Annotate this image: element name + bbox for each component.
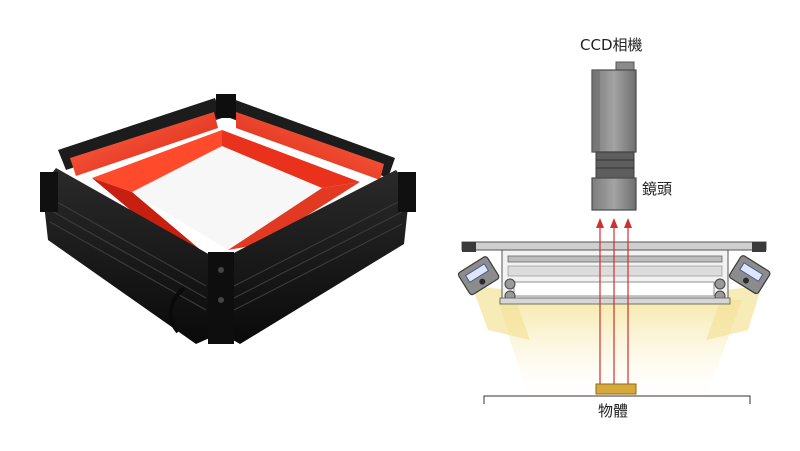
- ccd-camera: [591, 61, 637, 153]
- inner-cavity: [132, 146, 322, 250]
- corner-bracket-right: [398, 172, 416, 212]
- schematic-diagram: [457, 61, 771, 404]
- side-light-right: [728, 255, 771, 295]
- light-glow: [498, 300, 742, 398]
- power-cable: [168, 286, 186, 334]
- inner-wall-left: [92, 130, 222, 192]
- object-block: [595, 383, 637, 395]
- ray-right-arrow-icon: [624, 218, 632, 228]
- ray-left-arrow-icon: [596, 218, 604, 228]
- bar-front-right: [226, 170, 410, 344]
- bar-back-right-light: [236, 112, 384, 180]
- light-rays: [596, 218, 632, 384]
- lens-ring: [595, 151, 635, 179]
- side-light-left: [457, 256, 500, 296]
- lens-barrel: [591, 177, 637, 211]
- product-photo: [40, 94, 416, 344]
- bar-front-left: [42, 168, 214, 344]
- base-line: [483, 395, 751, 404]
- lens-label: 鏡頭: [642, 180, 672, 198]
- object-label: 物體: [598, 402, 628, 420]
- corner-bracket-back: [216, 94, 236, 118]
- camera-label: CCD相機: [580, 36, 643, 54]
- inner-wall-front-right: [228, 182, 360, 250]
- inner-wall-right: [222, 130, 360, 188]
- ray-center-arrow-icon: [610, 218, 618, 228]
- bar-back-left-light: [70, 112, 218, 176]
- light-glow-right: [706, 286, 762, 340]
- inner-wall-front-left: [92, 178, 210, 258]
- corner-bracket-left: [40, 172, 58, 212]
- camera-lens: [591, 151, 637, 211]
- light-glow-left: [472, 286, 530, 340]
